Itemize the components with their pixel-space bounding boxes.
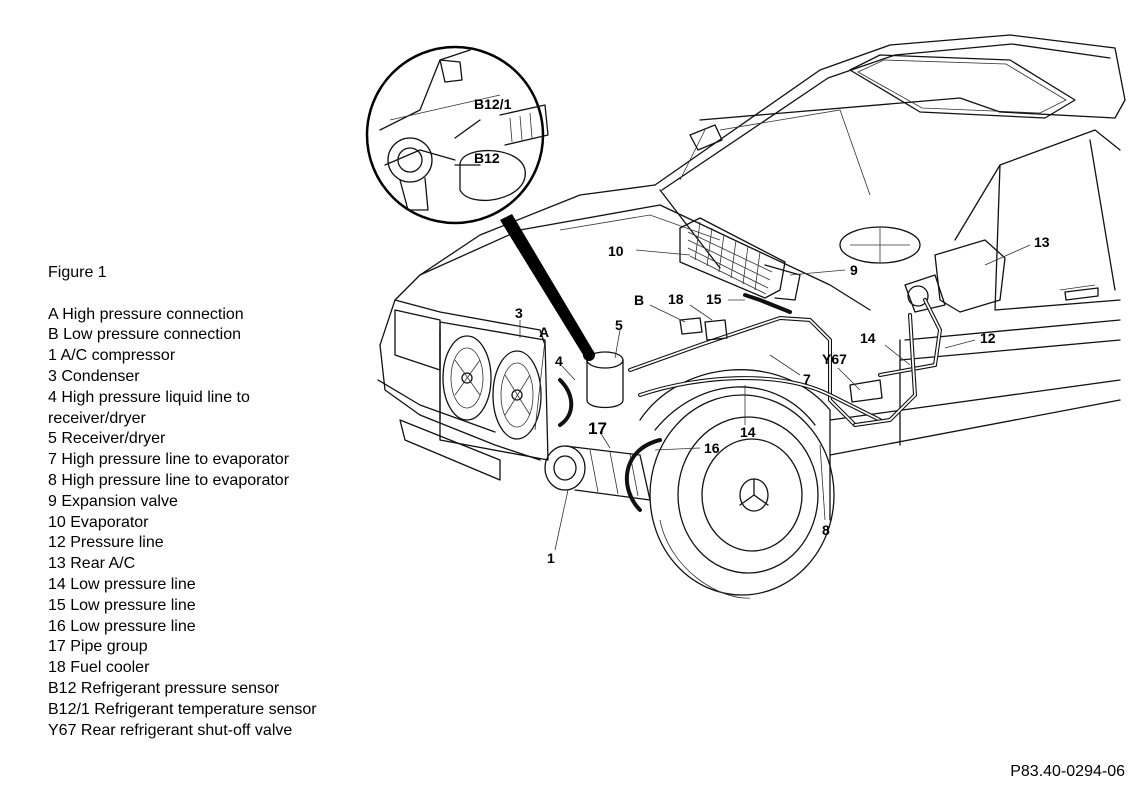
callout-b12-1: B12/1	[474, 96, 512, 112]
legend: Figure 1 A High pressure connection B Low…	[48, 263, 348, 741]
legend-item: 14 Low pressure line	[48, 575, 196, 593]
legend-item: 12 Pressure line	[48, 534, 164, 552]
detail-magnifier	[365, 45, 594, 358]
callout-labels: B12/1 B12 10 9 13 B 18 15 3 A 5 4 14 12 …	[474, 96, 1050, 566]
legend-item: 16 Low pressure line	[48, 617, 196, 635]
front-wheel	[649, 394, 835, 599]
callout-y67: Y67	[822, 351, 847, 367]
legend-item: 15 Low pressure line	[48, 596, 196, 614]
figure-title: Figure 1	[48, 264, 107, 281]
callout-8: 8	[822, 522, 830, 538]
legend-item: 4 High pressure liquid line to receiver/…	[48, 388, 250, 427]
callout-17: 17	[588, 419, 607, 438]
legend-item: B Low pressure connection	[48, 326, 241, 344]
callout-b12: B12	[474, 150, 500, 166]
legend-item: 5 Receiver/dryer	[48, 430, 166, 448]
callout-9: 9	[850, 262, 858, 278]
callout-4: 4	[555, 353, 563, 369]
legend-item: B12 Refrigerant pressure sensor	[48, 679, 280, 697]
legend-item: Y67 Rear refrigerant shut-off valve	[48, 721, 293, 739]
figure-code: P83.40-0294-06	[1010, 763, 1125, 780]
callout-5: 5	[615, 317, 623, 333]
legend-item: A High pressure connection	[48, 305, 244, 323]
legend-item: 18 Fuel cooler	[48, 659, 150, 677]
condenser-fans	[439, 321, 549, 461]
callout-13: 13	[1034, 234, 1050, 250]
callout-10: 10	[608, 243, 624, 259]
callout-16: 16	[704, 440, 720, 456]
legend-item: 7 High pressure line to evaporator	[48, 451, 290, 469]
legend-item: 8 High pressure line to evaporator	[48, 471, 290, 489]
rear-ac-unit	[904, 239, 1006, 313]
callout-15: 15	[706, 291, 722, 307]
callout-b: B	[634, 292, 644, 308]
legend-item: 13 Rear A/C	[48, 555, 136, 573]
callout-3: 3	[515, 305, 523, 321]
callout-1: 1	[547, 550, 555, 566]
legend-item: 1 A/C compressor	[48, 347, 176, 365]
legend-item: 9 Expansion valve	[48, 492, 178, 510]
callout-18: 18	[668, 291, 684, 307]
legend-item: 17 Pipe group	[48, 638, 148, 656]
receiver-dryer	[583, 349, 624, 409]
callout-a: A	[539, 324, 549, 340]
callout-14-upper: 14	[860, 330, 876, 346]
callout-12: 12	[980, 330, 996, 346]
legend-item: 10 Evaporator	[48, 513, 149, 531]
callout-7: 7	[803, 371, 811, 387]
leader-lines	[519, 244, 1031, 551]
legend-item: B12/1 Refrigerant temperature sensor	[48, 700, 317, 718]
callout-14-lower: 14	[740, 424, 756, 440]
evaporator	[679, 217, 801, 301]
legend-items: A High pressure connection B Low pressure…	[48, 305, 348, 742]
legend-item: 3 Condenser	[48, 367, 140, 385]
refrigerant-lines	[558, 293, 943, 512]
